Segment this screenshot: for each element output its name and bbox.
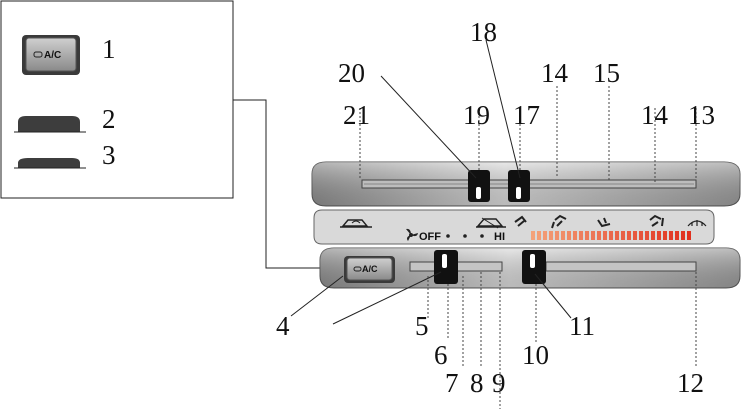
legend-item-flat-button-high: 2	[14, 104, 116, 134]
temperature-scale-segment	[573, 231, 577, 240]
callout-20: 20	[338, 58, 365, 88]
fresh-air-car-icon	[476, 217, 506, 229]
callout-numbers: 18 20 14 15 21 19 17 14 13 4 5 11 6 10 7…	[276, 17, 715, 398]
fan-speed-dots	[446, 234, 484, 238]
temperature-scale	[531, 231, 691, 240]
callout-19: 19	[463, 100, 490, 130]
callout-18: 18	[470, 17, 497, 47]
temperature-scale-segment	[639, 231, 643, 240]
temperature-scale-segment	[543, 231, 547, 240]
legend-number-1: 1	[102, 34, 116, 64]
callout-7: 7	[445, 368, 459, 398]
leader-lines	[290, 39, 697, 409]
temperature-scale-segment	[591, 231, 595, 240]
indicator-strip: OFF HI	[313, 209, 715, 245]
temperature-scale-segment	[651, 231, 655, 240]
temperature-scale-segment	[627, 231, 631, 240]
temperature-scale-segment	[675, 231, 679, 240]
upper-slider-panel	[311, 161, 741, 207]
temperature-scale-segment	[687, 231, 691, 240]
ac-button[interactable]: A/C	[344, 256, 395, 283]
air-distribution-slider-knob[interactable]	[508, 170, 530, 202]
ac-indicator-icon	[33, 51, 43, 58]
callout-13: 13	[688, 100, 715, 130]
temperature-scale-segment	[531, 231, 535, 240]
temperature-scale-segment	[645, 231, 649, 240]
temperature-scale-segment	[669, 231, 673, 240]
temperature-scale-segment	[555, 231, 559, 240]
callout-6: 6	[434, 340, 448, 370]
face-and-foot-vent-icon	[551, 214, 567, 229]
temperature-scale-segment	[537, 231, 541, 240]
temperature-scale-segment	[549, 231, 553, 240]
fan-icon	[406, 228, 418, 241]
temperature-scale-segment	[579, 231, 583, 240]
temperature-scale-segment	[615, 231, 619, 240]
foot-vent-icon	[597, 217, 611, 228]
temperature-scale-segment	[561, 231, 565, 240]
temperature-scale-segment	[657, 231, 661, 240]
temperature-scale-segment	[633, 231, 637, 240]
callout-8: 8	[470, 368, 484, 398]
legend-number-3: 3	[102, 140, 116, 170]
temperature-scale-segment	[567, 231, 571, 240]
fan-speed-slider-knob[interactable]	[434, 250, 458, 284]
fan-hi-label: HI	[494, 231, 505, 243]
ac-button-label: A/C	[362, 264, 378, 274]
recirculation-car-icon	[340, 219, 372, 228]
legend-box: A/C 1 2 3	[0, 0, 234, 199]
callout-17: 17	[513, 100, 540, 130]
temperature-scale-segment	[597, 231, 601, 240]
temperature-slider-track	[545, 261, 697, 272]
callout-12: 12	[677, 368, 704, 398]
temperature-scale-segment	[585, 231, 589, 240]
temperature-scale-segment	[681, 231, 685, 240]
temperature-scale-segment	[663, 231, 667, 240]
fan-off-label: OFF	[419, 231, 441, 243]
legend-connector-line	[233, 99, 344, 269]
temperature-slider-knob[interactable]	[522, 250, 546, 284]
legend-item-ac-button: A/C 1	[22, 34, 116, 75]
legend-item-flat-button-low: 3	[14, 140, 116, 170]
callout-10: 10	[522, 340, 549, 370]
temperature-scale-segment	[621, 231, 625, 240]
lower-slider-panel: A/C	[319, 247, 741, 289]
windshield-defrost-icon	[687, 220, 707, 227]
callout-11: 11	[569, 311, 595, 341]
air-source-slider-knob[interactable]	[468, 170, 490, 202]
callout-15: 15	[593, 58, 620, 88]
callout-9: 9	[492, 368, 506, 398]
callout-5: 5	[415, 311, 429, 341]
foot-and-defrost-vent-icon	[649, 214, 664, 227]
temperature-scale-segment	[609, 231, 613, 240]
callout-4: 4	[276, 311, 290, 341]
callout-14-right: 14	[641, 100, 669, 130]
legend-number-2: 2	[102, 104, 116, 134]
callout-21: 21	[343, 100, 370, 130]
face-vent-icon	[514, 215, 527, 227]
callout-14-top: 14	[541, 58, 569, 88]
ac-button-text: A/C	[44, 50, 61, 61]
temperature-scale-segment	[603, 231, 607, 240]
ac-indicator-icon	[353, 266, 362, 272]
